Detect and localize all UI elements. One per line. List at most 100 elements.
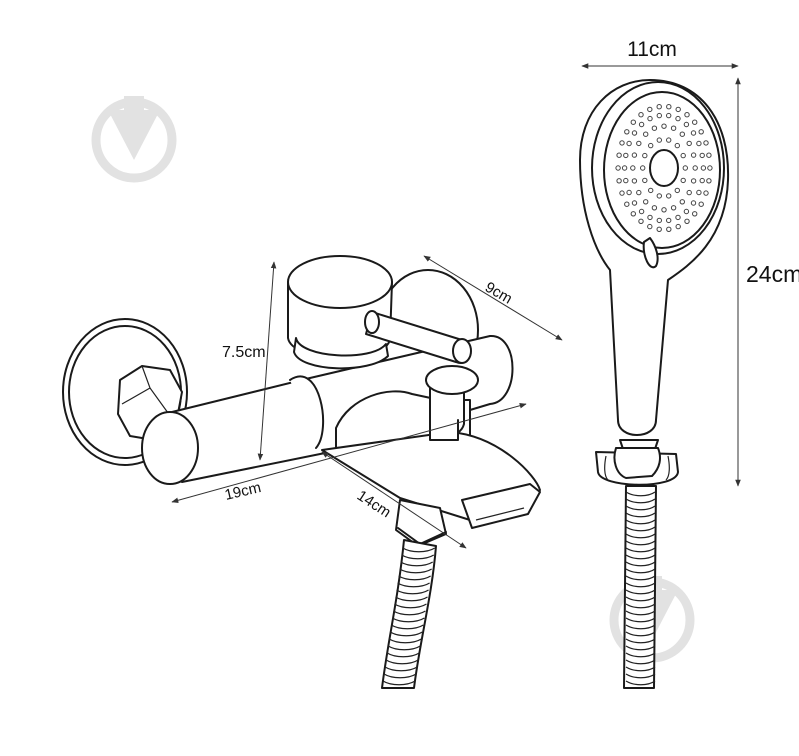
nozzle-dot	[643, 199, 649, 205]
nozzle-dot	[666, 217, 672, 224]
dimension-lines	[171, 63, 741, 549]
nozzle-dot	[700, 165, 707, 171]
nozzle-dot	[690, 152, 697, 158]
nozzle-dot	[686, 189, 692, 196]
nozzle-dot	[647, 223, 653, 230]
nozzle-dot	[626, 189, 632, 196]
nozzle-dot	[626, 140, 632, 147]
nozzle-dot	[656, 193, 662, 199]
nozzle-dot	[648, 142, 654, 149]
nozzle-dot	[624, 201, 630, 207]
nozzle-dot	[699, 152, 705, 159]
dim-line-length-14	[321, 451, 467, 549]
shower-holder	[595, 439, 679, 486]
nozzle-dot	[631, 152, 638, 158]
nozzle-dot	[692, 211, 698, 217]
nozzle-dot	[684, 218, 690, 225]
nozzle-dot	[692, 119, 698, 125]
nozzle-dot	[690, 178, 697, 184]
nozzle-dot	[647, 106, 653, 113]
label-spout-length: 14cm	[354, 487, 394, 521]
watermark-logo-top-left	[91, 96, 177, 183]
nozzle-dot	[684, 112, 690, 118]
nozzle-dot	[666, 226, 672, 233]
nozzle-pattern	[615, 104, 713, 233]
nozzle-dot	[703, 190, 709, 196]
nozzle-dot	[630, 165, 636, 171]
nozzle-dot	[683, 208, 690, 215]
nozzle-dot	[675, 106, 681, 113]
nozzle-dot	[666, 104, 672, 110]
nozzle-dot	[692, 165, 698, 171]
label-shower-width: 11cm	[627, 38, 677, 61]
nozzle-dot	[621, 165, 628, 171]
nozzle-dot	[690, 130, 697, 136]
nozzle-dot	[656, 104, 662, 110]
nozzle-dot	[656, 217, 662, 224]
dim-line-depth-9	[423, 255, 563, 341]
nozzle-dot	[616, 152, 622, 158]
nozzle-dot	[631, 130, 638, 136]
nozzle-dot	[648, 187, 654, 194]
nozzle-dot	[647, 214, 653, 221]
nozzle-dot	[647, 115, 653, 122]
nozzle-dot	[674, 142, 680, 149]
nozzle-dot	[636, 189, 642, 196]
nozzle-dot	[706, 152, 712, 158]
nozzle-dot	[698, 129, 704, 135]
lever-handle	[287, 255, 472, 370]
nozzle-dot	[619, 140, 625, 146]
nozzle-dot	[680, 152, 686, 159]
nozzle-dot	[679, 199, 685, 205]
nozzle-dot	[616, 178, 622, 184]
label-mixer-depth: 9cm	[482, 279, 515, 308]
nozzle-dot	[682, 165, 688, 171]
label-mixer-width: 19cm	[223, 479, 263, 504]
nozzle-dot	[666, 193, 672, 199]
label-shower-height: 24cm	[746, 261, 799, 287]
nozzle-dot	[636, 140, 642, 147]
nozzle-dot	[615, 165, 621, 171]
nozzle-dot	[679, 131, 685, 137]
nozzle-dot	[674, 187, 680, 194]
nozzle-dot	[640, 165, 646, 171]
nozzle-dot	[703, 140, 709, 146]
nozzle-dot	[624, 129, 630, 135]
nozzle-dot	[675, 214, 681, 221]
label-mixer-height: 7.5cm	[222, 344, 266, 361]
nozzle-dot	[666, 137, 672, 143]
nozzle-dot	[699, 177, 705, 184]
nozzle-dot	[623, 152, 629, 159]
nozzle-dot	[643, 131, 649, 137]
nozzle-dot	[656, 112, 662, 119]
shower-hose	[381, 485, 657, 689]
nozzle-dot	[666, 112, 672, 119]
nozzle-dot	[661, 207, 667, 213]
nozzle-dot	[651, 125, 658, 131]
nozzle-dot	[651, 205, 658, 211]
nozzle-dot	[686, 140, 692, 147]
nozzle-dot	[619, 190, 625, 196]
nozzle-dot	[623, 177, 629, 184]
nozzle-dot	[631, 200, 638, 206]
nozzle-dot	[638, 218, 644, 225]
nozzle-dot	[675, 115, 681, 122]
nozzle-dot	[656, 137, 662, 143]
nozzle-dot	[630, 119, 636, 125]
nozzle-dot	[638, 112, 644, 118]
nozzle-dot	[630, 211, 636, 217]
nozzle-dot	[698, 201, 704, 207]
nozzle-dot	[680, 177, 686, 184]
nozzle-dot	[661, 123, 667, 129]
nozzle-dot	[706, 178, 712, 184]
nozzle-dot	[670, 125, 677, 131]
nozzle-dot	[696, 140, 702, 147]
nozzle-dot	[675, 223, 681, 230]
nozzle-dot	[690, 200, 697, 206]
nozzle-dot	[642, 177, 648, 184]
nozzle-dot	[696, 189, 702, 196]
nozzle-dot	[638, 121, 645, 128]
nozzle-dot	[642, 152, 648, 159]
nozzle-dot	[656, 226, 662, 233]
